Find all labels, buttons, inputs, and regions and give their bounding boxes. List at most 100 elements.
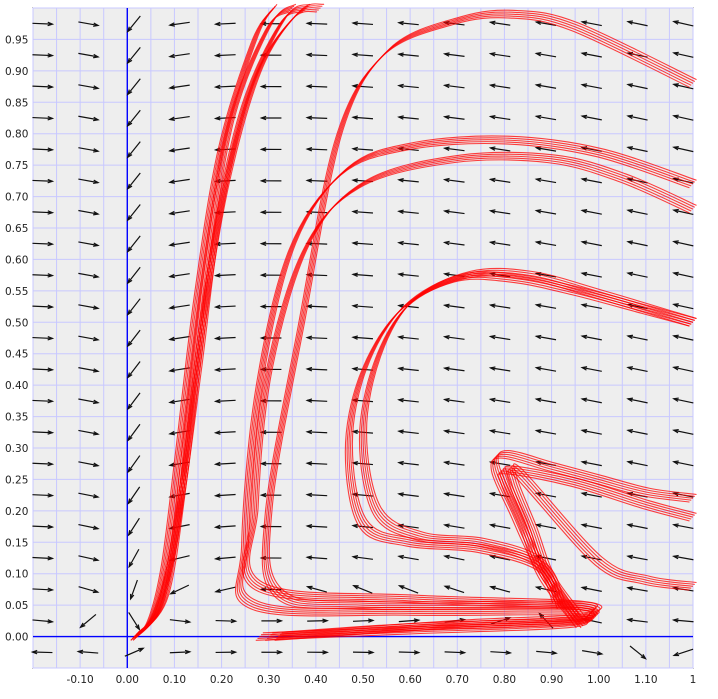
field-arrow: [78, 115, 100, 122]
field-arrow: [397, 335, 419, 340]
field-arrow: [626, 554, 648, 561]
field-arrow: [213, 273, 236, 278]
field-arrow: [307, 650, 329, 655]
field-arrow: [352, 618, 375, 623]
field-arrow: [126, 361, 141, 379]
field-arrow: [126, 204, 141, 222]
y-tick-label: 0.05: [5, 600, 28, 612]
field-arrow: [580, 20, 602, 27]
field-arrow: [397, 83, 419, 89]
field-arrow: [78, 147, 100, 153]
field-arrow: [168, 53, 190, 59]
field-arrow: [580, 114, 602, 121]
field-arrow: [442, 209, 465, 215]
field-arrow: [442, 177, 465, 183]
field-arrow: [305, 585, 328, 593]
field-arrow: [126, 78, 141, 96]
field-arrow: [32, 115, 55, 121]
field-arrow: [534, 240, 557, 247]
field-arrow: [488, 429, 511, 435]
field-arrow: [580, 397, 602, 404]
field-arrow: [213, 84, 236, 90]
field-arrow: [261, 618, 284, 624]
field-arrow: [32, 241, 55, 247]
field-arrow: [168, 147, 190, 153]
field-arrow: [78, 304, 100, 310]
field-arrow: [488, 303, 511, 309]
field-arrow: [30, 649, 53, 655]
field-arrow: [32, 619, 55, 624]
field-arrow: [489, 585, 511, 593]
field-arrow: [32, 398, 55, 404]
x-tick-label: 0.40: [304, 674, 327, 686]
field-arrow: [580, 240, 602, 247]
field-arrow: [626, 83, 648, 90]
field-arrow: [534, 303, 557, 309]
field-arrow: [534, 366, 557, 372]
field-arrow: [215, 649, 238, 655]
field-arrow: [126, 266, 141, 285]
field-arrow: [672, 397, 694, 404]
vector-field: [30, 15, 694, 660]
field-arrow: [78, 461, 100, 467]
field-arrow: [672, 208, 694, 216]
x-tick-label: 0.10: [163, 674, 186, 686]
field-arrow: [580, 334, 602, 341]
field-arrow: [213, 398, 236, 404]
field-arrow: [397, 272, 419, 277]
field-arrow: [259, 178, 282, 184]
field-arrow: [672, 334, 694, 341]
field-arrow: [126, 46, 141, 65]
field-arrow: [672, 460, 694, 467]
field-arrow: [214, 586, 236, 593]
field-arrow: [488, 20, 511, 26]
field-arrow: [626, 271, 648, 278]
field-arrow: [32, 367, 55, 372]
field-arrow: [580, 209, 602, 215]
field-arrow: [78, 398, 100, 405]
field-arrow: [442, 460, 465, 466]
x-tick-label: 0.60: [398, 674, 421, 686]
field-arrow: [397, 492, 419, 497]
field-arrow: [442, 492, 465, 498]
field-arrow: [128, 612, 141, 631]
field-arrow: [78, 209, 100, 216]
field-arrow: [168, 178, 190, 184]
field-arrow: [352, 650, 375, 655]
field-arrow: [32, 493, 55, 498]
field-arrow: [442, 240, 465, 246]
field-arrow: [126, 172, 141, 191]
field-arrow: [259, 84, 282, 89]
field-arrow: [126, 109, 141, 128]
field-arrow: [626, 397, 648, 404]
field-arrow: [626, 428, 648, 435]
field-arrow: [127, 455, 141, 474]
field-arrow: [671, 618, 694, 623]
field-arrow: [305, 366, 328, 372]
field-arrow: [126, 298, 141, 316]
field-arrow: [580, 303, 602, 310]
field-arrow: [672, 240, 694, 247]
field-arrow: [351, 83, 374, 89]
field-arrow: [626, 366, 648, 373]
field-arrow: [351, 241, 374, 246]
x-tick-label: 0.00: [116, 674, 139, 686]
field-arrow: [32, 178, 55, 184]
y-tick-label: 0.45: [5, 349, 28, 361]
field-arrow: [78, 241, 100, 247]
field-arrow: [626, 20, 648, 27]
field-arrow: [442, 523, 465, 529]
field-arrow: [580, 271, 602, 278]
field-arrow: [672, 303, 694, 310]
field-arrow: [32, 21, 55, 27]
field-arrow: [32, 53, 55, 58]
field-arrow: [307, 618, 329, 623]
y-tick-label: 0.80: [5, 129, 28, 141]
trajectories: [130, 3, 697, 641]
field-arrow: [32, 461, 55, 467]
field-arrow: [580, 523, 602, 530]
field-arrow: [351, 21, 374, 26]
field-arrow: [130, 579, 138, 601]
field-arrow: [398, 618, 421, 623]
